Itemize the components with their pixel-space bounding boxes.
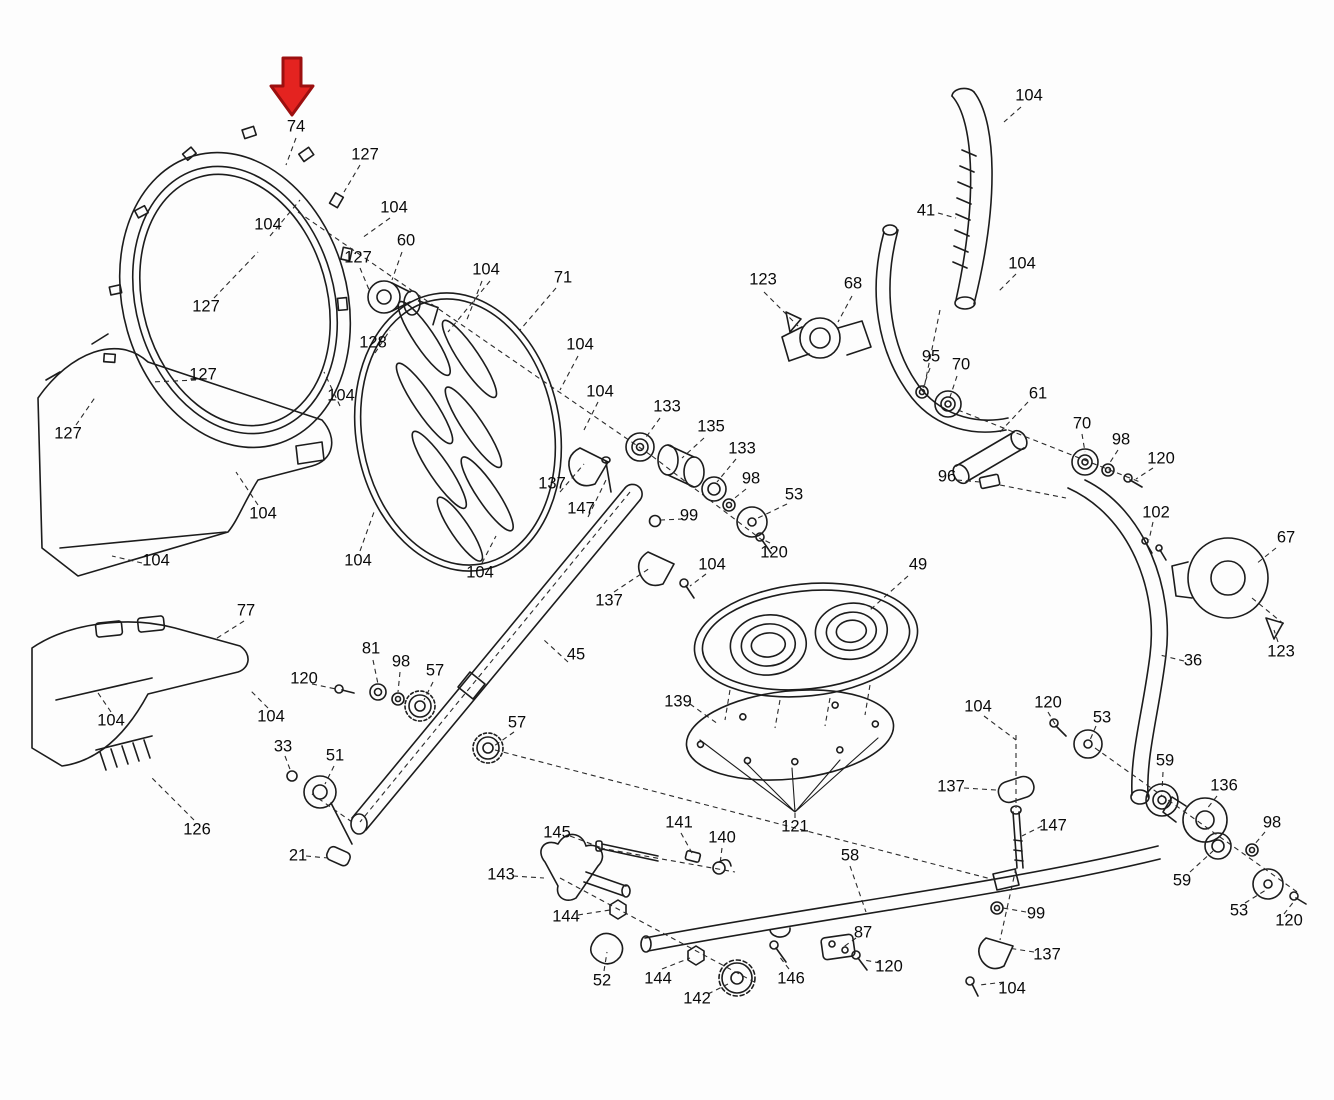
part-pedal-rail [350,483,643,835]
part-pedal [693,582,919,698]
part-lower-hardware [540,833,868,997]
part-crank-housing [1171,537,1284,640]
part-right-bearings [915,385,1167,561]
part-crank [286,770,353,867]
part-lower-cover [31,615,249,771]
callout-arrow [269,56,315,117]
part-slotted-disk [353,292,563,572]
part-bottom-rail [640,845,1161,953]
part-shield-ring [118,151,352,449]
part-curved-upright [1067,479,1169,805]
leader-lines [75,106,1301,995]
part-axle-hub [367,280,421,316]
part-bearing-cluster [568,432,772,599]
part-gears-washers [334,683,504,764]
part-right-lower-cluster [965,718,1307,997]
part-handlebar [781,224,1009,433]
ring-clips [102,125,353,364]
part-pedal-plate [685,689,895,813]
part-left-shroud [37,333,333,577]
part-upright-post [951,87,993,310]
callout-arrow-shape [269,56,315,117]
